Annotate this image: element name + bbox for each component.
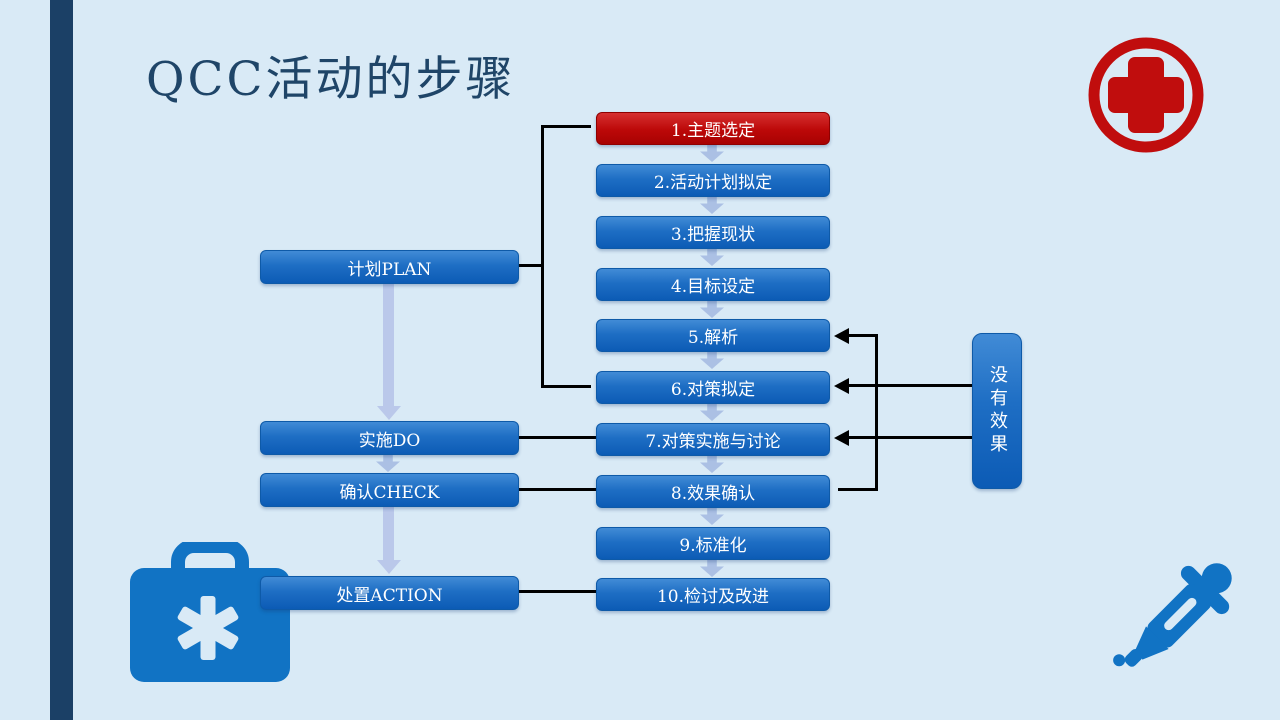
flow-step-3: 3.把握现状 — [596, 216, 830, 249]
down-arrow-icon — [700, 559, 724, 577]
flow-step-9: 9.标准化 — [596, 527, 830, 560]
flow-step-5: 5.解析 — [596, 319, 830, 352]
pdca-label: 实施DO — [358, 430, 421, 451]
no-effect-note: 没有效果 — [972, 333, 1022, 489]
pdca-label: 处置ACTION — [336, 585, 443, 606]
do-step7-line — [518, 436, 596, 439]
flow-step-label: 7.对策实施与讨论 — [645, 432, 781, 452]
action-step10-line — [518, 590, 596, 593]
feedback-vertical-line — [875, 334, 878, 491]
flow-step-6: 6.对策拟定 — [596, 371, 830, 404]
left-arrowhead-icon — [834, 378, 849, 394]
first-aid-bag-icon — [130, 542, 290, 682]
check-action-connector — [383, 504, 394, 561]
pdca-check-box: 确认CHECK — [260, 473, 519, 507]
page-title: QCC活动的步骤 — [146, 52, 516, 107]
noeffect-step7-line — [849, 436, 972, 439]
pdca-plan-box: 计划PLAN — [260, 250, 519, 284]
down-arrow-icon — [700, 196, 724, 214]
noeffect-step6-line — [849, 384, 972, 387]
flow-step-8: 8.效果确认 — [596, 475, 830, 508]
flow-step-label: 9.标准化 — [679, 536, 747, 556]
left-arrowhead-icon — [834, 430, 849, 446]
down-arrowhead-icon — [377, 560, 401, 574]
flow-step-label: 1.主题选定 — [670, 121, 756, 141]
star-of-life-icon — [177, 596, 239, 660]
flow-step-7: 7.对策实施与讨论 — [596, 423, 830, 456]
pdca-label: 确认CHECK — [339, 482, 440, 503]
left-arrowhead-icon — [834, 328, 849, 344]
pdca-action-box: 处置ACTION — [260, 576, 519, 610]
plan-bracket-line — [518, 264, 543, 267]
bracket-bottom-stub — [541, 385, 591, 388]
down-arrow-icon — [376, 454, 400, 472]
flow-step-label: 5.解析 — [687, 328, 739, 348]
down-arrowhead-icon — [377, 406, 401, 420]
flow-step-label: 8.效果确认 — [670, 484, 756, 504]
red-cross-circle-icon — [1088, 37, 1204, 153]
pdca-label: 计划PLAN — [347, 259, 432, 280]
flow-step-10: 10.检讨及改进 — [596, 578, 830, 611]
feedback-top-line — [849, 334, 878, 337]
medicine-dropper-icon — [1113, 563, 1232, 667]
flow-step-label: 4.目标设定 — [670, 277, 756, 297]
flow-step-label: 6.对策拟定 — [670, 380, 756, 400]
flow-step-2: 2.活动计划拟定 — [596, 164, 830, 197]
down-arrow-icon — [700, 144, 724, 162]
down-arrow-icon — [700, 300, 724, 318]
check-step8-line — [518, 488, 596, 491]
left-accent-bar — [50, 0, 73, 720]
bracket-top-stub — [541, 125, 591, 128]
pdca-do-box: 实施DO — [260, 421, 519, 455]
feedback-bottom-line — [838, 488, 878, 491]
down-arrow-icon — [700, 507, 724, 525]
plan-do-connector — [383, 281, 394, 407]
flow-step-1: 1.主题选定 — [596, 112, 830, 145]
flow-step-label: 2.活动计划拟定 — [653, 173, 773, 193]
down-arrow-icon — [700, 351, 724, 369]
flow-step-label: 3.把握现状 — [670, 225, 756, 245]
down-arrow-icon — [700, 248, 724, 266]
down-arrow-icon — [700, 455, 724, 473]
down-arrow-icon — [700, 403, 724, 421]
flow-step-4: 4.目标设定 — [596, 268, 830, 301]
bracket-vertical-line — [541, 125, 544, 388]
flow-step-label: 10.检讨及改进 — [656, 587, 770, 607]
